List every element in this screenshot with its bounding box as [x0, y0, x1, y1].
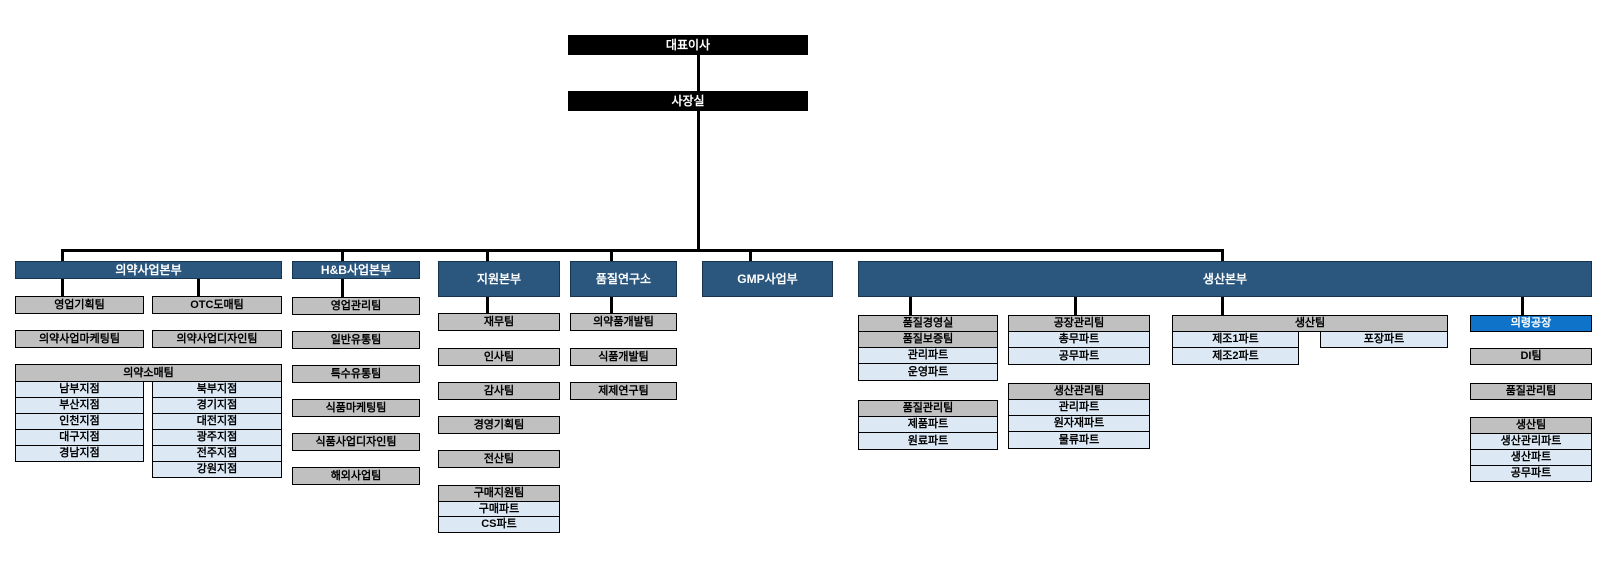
- connector-line: [610, 251, 613, 261]
- box-ceo: 대표이사: [568, 35, 808, 55]
- connector-line: [1521, 297, 1524, 315]
- connector-line: [697, 111, 700, 252]
- branch-daejeon: 대전지점: [152, 413, 282, 430]
- team-uiryeong-production: 생산팀: [1470, 417, 1592, 434]
- team-di: DI팀: [1470, 348, 1592, 365]
- team-overseas: 해외사업팀: [292, 467, 420, 485]
- team-audit: 감사팀: [438, 382, 560, 400]
- division-pharma: 의약사업본부: [15, 261, 282, 279]
- team-special-dist: 특수유통팀: [292, 365, 420, 383]
- team-pharma-design: 의약사업디자인팀: [152, 330, 282, 348]
- team-pharma-marketing: 의약사업마케팅팀: [15, 330, 144, 348]
- team-food-design: 식품사업디자인팀: [292, 433, 420, 451]
- division-quality-lab: 품질연구소: [570, 261, 677, 297]
- connector-line: [486, 251, 489, 261]
- part-qa-mgmt: 관리파트: [858, 347, 998, 364]
- connector-line: [749, 251, 752, 261]
- team-finance: 재무팀: [438, 313, 560, 331]
- team-food-marketing: 식품마케팅팀: [292, 399, 420, 417]
- box-president-office: 사장실: [568, 91, 808, 111]
- factory-uiryeong: 의령공장: [1470, 315, 1592, 332]
- team-sales-mgmt: 영업관리팀: [292, 297, 420, 315]
- part-engineering: 공무파트: [1008, 347, 1150, 365]
- part-mfg1: 제조1파트: [1172, 331, 1299, 348]
- connector-line: [1221, 297, 1224, 315]
- division-gmp: GMP사업부: [702, 261, 833, 297]
- part-mfg2: 제조2파트: [1172, 347, 1299, 365]
- branch-gwangju: 광주지점: [152, 429, 282, 446]
- branch-jeonju: 전주지점: [152, 445, 282, 462]
- connector-line: [486, 295, 489, 313]
- part-product: 제품파트: [858, 416, 998, 433]
- team-general-dist: 일반유통팀: [292, 331, 420, 349]
- team-hr: 인사팀: [438, 348, 560, 366]
- branch-incheon: 인천지점: [15, 413, 144, 430]
- branch-north: 북부지점: [152, 381, 282, 398]
- connector-line: [341, 251, 344, 261]
- part-raw-material: 원료파트: [858, 432, 998, 450]
- part-uiryeong-production: 생산파트: [1470, 449, 1592, 466]
- branch-gangwon: 강원지점: [152, 461, 282, 478]
- part-prod-mgmt: 관리파트: [1008, 399, 1150, 416]
- team-uiryeong-quality-control: 품질관리팀: [1470, 383, 1592, 400]
- team-it: 전산팀: [438, 450, 560, 468]
- connector-line: [341, 279, 344, 297]
- connector-line: [1074, 297, 1077, 315]
- part-logistics: 물류파트: [1008, 431, 1150, 449]
- branch-daegu: 대구지점: [15, 429, 144, 446]
- team-otc-wholesale: OTC도매팀: [152, 296, 282, 314]
- team-food-dev: 식품개발팀: [570, 348, 677, 366]
- team-formulation-research: 제제연구팀: [570, 382, 677, 400]
- branch-gyeongnam: 경남지점: [15, 445, 144, 462]
- division-support: 지원본부: [438, 261, 560, 297]
- team-quality-assurance: 품질보증팀: [858, 331, 998, 348]
- branch-busan: 부산지점: [15, 397, 144, 414]
- team-pharma-dev: 의약품개발팀: [570, 313, 677, 331]
- team-production-mgmt: 생산관리팀: [1008, 383, 1150, 400]
- team-mgmt-planning: 경영기획팀: [438, 416, 560, 434]
- office-quality-mgmt: 품질경영실: [858, 315, 998, 332]
- part-uiryeong-engineering: 공무파트: [1470, 465, 1592, 482]
- part-uiryeong-prod-mgmt: 생산관리파트: [1470, 433, 1592, 450]
- branch-gyeonggi: 경기지점: [152, 397, 282, 414]
- division-production: 생산본부: [858, 261, 1592, 297]
- team-sales-planning: 영업기획팀: [15, 296, 144, 314]
- connector-line: [197, 279, 200, 296]
- connector-line: [61, 279, 64, 296]
- team-factory-mgmt: 공장관리팀: [1008, 315, 1150, 332]
- division-hb: H&B사업본부: [292, 261, 420, 279]
- connector-line: [909, 297, 912, 315]
- connector-trunk: [61, 249, 1224, 252]
- part-cs: CS파트: [438, 516, 560, 533]
- branch-south: 남부지점: [15, 381, 144, 398]
- connector-line: [1221, 251, 1224, 261]
- part-general-affairs: 총무파트: [1008, 331, 1150, 348]
- part-raw-materials: 원자재파트: [1008, 415, 1150, 432]
- team-quality-control: 품질관리팀: [858, 400, 998, 417]
- part-purchase: 구매파트: [438, 501, 560, 517]
- connector-line: [697, 55, 700, 91]
- team-pharma-retail: 의약소매팀: [15, 364, 282, 382]
- part-qa-ops: 운영파트: [858, 363, 998, 381]
- connector-line: [61, 251, 64, 261]
- team-production: 생산팀: [1172, 315, 1448, 332]
- part-packaging: 포장파트: [1320, 331, 1448, 348]
- team-purchase-support: 구매지원팀: [438, 485, 560, 502]
- connector-line: [610, 295, 613, 313]
